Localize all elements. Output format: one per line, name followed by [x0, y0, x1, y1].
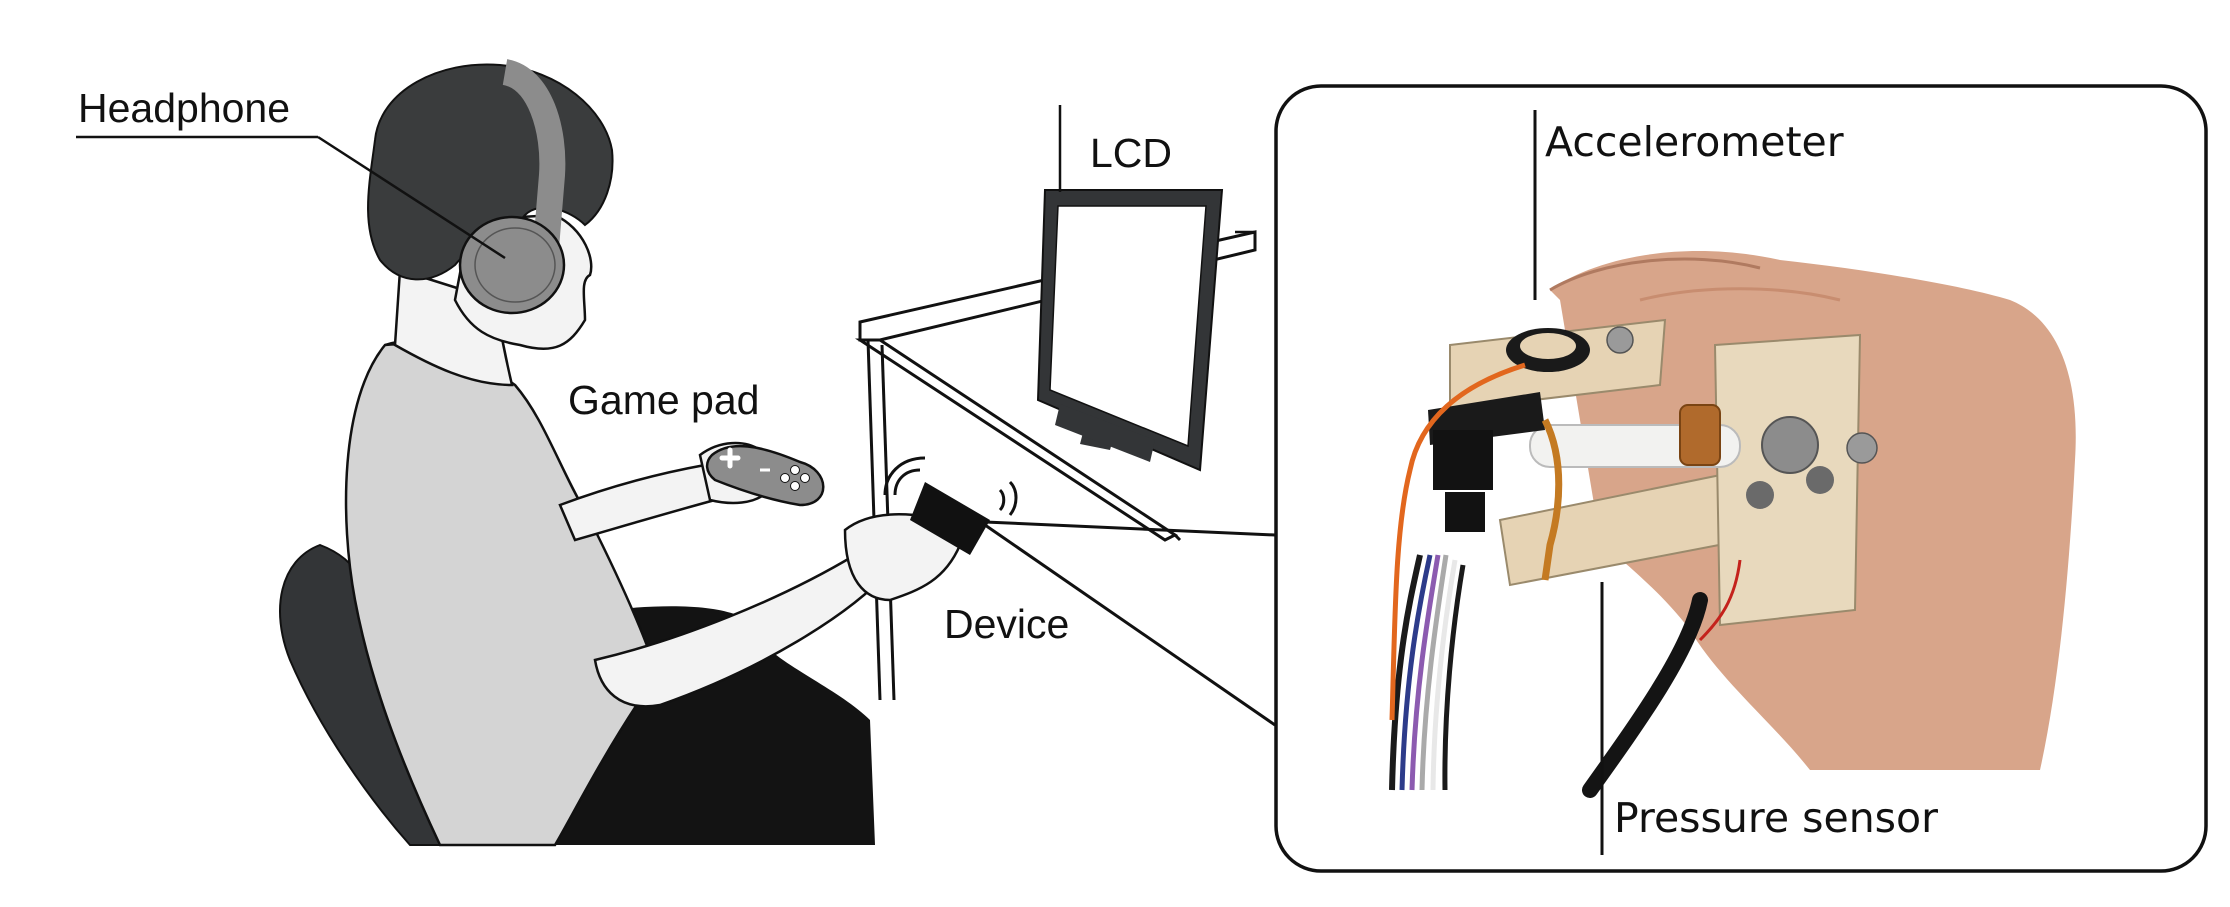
participant-illustration: [279, 59, 1257, 847]
sensor-device-photo: [1389, 318, 1878, 798]
right-arm: [593, 553, 893, 708]
label-headphone: Headphone: [78, 85, 290, 131]
shirt: [344, 339, 657, 847]
label-accelerometer: Accelerometer: [1545, 118, 1844, 166]
lcd-monitor: [1036, 189, 1224, 472]
left-arm: [558, 463, 717, 542]
zoom-callout: [984, 520, 1276, 727]
label-lcd: LCD: [1090, 130, 1172, 176]
label-pressure-sensor: Pressure sensor: [1614, 794, 1938, 842]
leader-lines: [76, 105, 1255, 260]
game-pad-icon: [705, 444, 825, 507]
headphone-icon: [458, 59, 566, 315]
label-game-pad: Game pad: [568, 377, 759, 423]
device-icon: [883, 456, 1018, 555]
label-device: Device: [944, 601, 1069, 647]
right-hand: [843, 513, 962, 602]
device-inset: Accelerometer Pressure sensor: [1274, 84, 2208, 873]
